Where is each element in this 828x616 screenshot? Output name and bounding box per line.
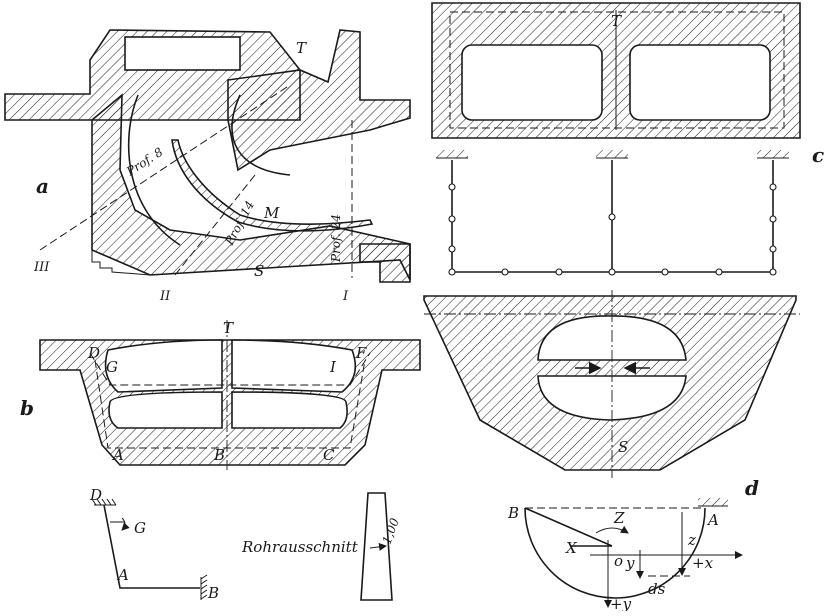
panel-a-spiral-inner: [231, 94, 291, 176]
panel-b-letter: b: [20, 396, 34, 420]
panel-b-label-F: F: [355, 344, 367, 362]
panel-c-cell-left: [461, 44, 603, 121]
ring-label-y: y: [625, 554, 635, 572]
panel-c-section: T c: [431, 2, 824, 167]
panel-d-ring: B A Z X z y o ds +x +y: [507, 498, 743, 613]
panel-b-cell-top-right: [231, 339, 357, 393]
panel-b-frame-top: [89, 352, 371, 386]
panel-a-top-opening: [124, 36, 241, 71]
panel-d-letter: d: [745, 476, 759, 500]
ring-label-plus-y: +y: [610, 595, 632, 611]
frame-moment-G: [110, 517, 125, 530]
panel-a-section: a T M S Prof. 8 Prof. 14 Prof. 24 III II…: [4, 29, 411, 304]
frame-label-G: G: [134, 519, 146, 537]
ring-label-ds: ds: [648, 580, 666, 598]
panel-a-right-foot: [359, 243, 411, 283]
pipe-thickness-arrow: [369, 542, 387, 551]
pipe-thickness: 1,00: [380, 516, 402, 546]
pipe-cutout: Rohrausschnitt 1,00: [241, 492, 402, 601]
panel-b-label-I: I: [329, 358, 337, 376]
panel-a-guide-vane: [171, 139, 374, 232]
panel-a-section-II: II: [159, 289, 171, 304]
frame-label-A: A: [116, 566, 129, 584]
ring-radius: [524, 507, 613, 547]
panel-a-label-T: T: [296, 39, 307, 57]
pipe-caption: Rohrausschnitt: [241, 538, 359, 556]
panel-b-label-G: G: [106, 358, 118, 376]
ring-label-X: X: [565, 539, 578, 557]
frame-label-D: D: [89, 486, 102, 504]
ring-label-o: o: [614, 552, 623, 570]
panel-a-section-III-line: [39, 84, 291, 251]
panel-a-casing-lower: [91, 93, 411, 281]
panel-c-label-T: T: [611, 12, 622, 30]
panel-b-frame-diagram: D G A B: [89, 486, 219, 602]
ring-label-plus-x: +x: [692, 554, 714, 572]
panel-a-foot-steps: [91, 250, 151, 276]
panel-c-cell-right: [629, 44, 771, 121]
panel-c-truss: [436, 150, 789, 276]
panel-d-label-S: S: [618, 438, 628, 456]
panel-b-label-D: D: [87, 344, 100, 362]
ring-label-A: A: [706, 511, 719, 529]
panel-b-cell-top-left: [104, 339, 223, 393]
ring-label-z: z: [687, 531, 696, 549]
frame-label-B: B: [207, 584, 219, 602]
pipe-trapezoid: [360, 492, 393, 601]
panel-a-spiral-outer: [127, 94, 181, 246]
panel-c-frame: [449, 11, 785, 129]
panel-b-cell-bot-right: [231, 391, 348, 429]
panel-a-label-M: M: [263, 204, 280, 222]
ring-arc: [524, 507, 706, 599]
panel-b-label-C: C: [323, 446, 335, 464]
panel-a-prof-24: Prof. 24: [329, 214, 343, 263]
panel-a-letter: a: [36, 174, 49, 198]
ring-label-Z: Z: [613, 509, 625, 527]
ring-moment-Z: [595, 525, 629, 534]
panel-b-cell-bot-left: [108, 391, 223, 429]
frame-members: [103, 504, 200, 589]
panel-c-letter: c: [812, 143, 824, 167]
panel-b-frame: [94, 359, 366, 449]
panel-b-label-T: T: [223, 319, 234, 337]
panel-b-section: b T D G I F A B C: [20, 319, 421, 470]
panel-a-section-III: III: [33, 260, 50, 275]
panel-a-section-II-line: [174, 174, 256, 276]
panel-a-section-I: I: [342, 289, 349, 304]
ring-label-B: B: [507, 504, 519, 522]
panel-d-section: S d: [423, 290, 800, 500]
panel-b-label-B: B: [213, 446, 225, 464]
panel-a-label-S: S: [254, 262, 264, 280]
panel-b-label-A: A: [111, 446, 124, 464]
panel-a-casing-upper: [227, 29, 411, 172]
